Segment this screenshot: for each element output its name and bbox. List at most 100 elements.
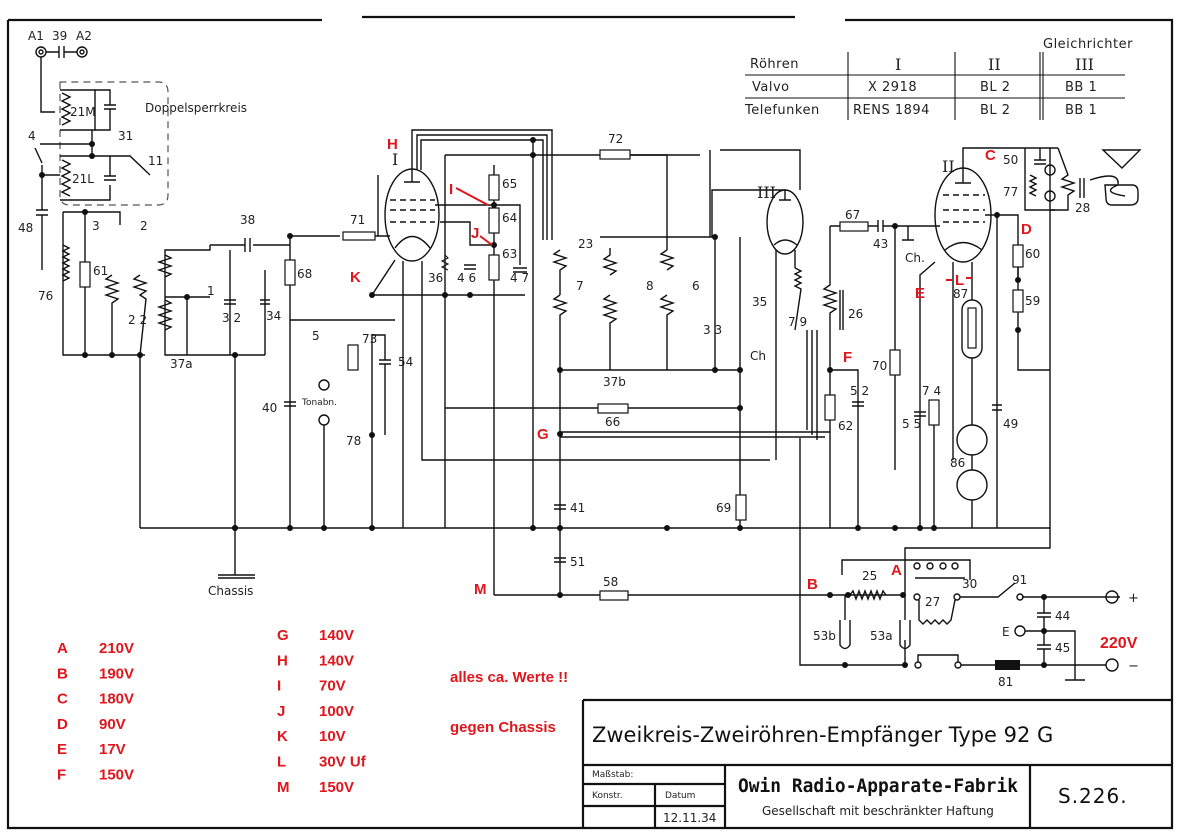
marker-j: J: [471, 225, 479, 242]
label-switch-8: 8: [646, 279, 654, 293]
legend-point-g: G: [277, 627, 289, 644]
ground-bus-dots: [232, 525, 937, 531]
mains-minus-jack: [1105, 658, 1119, 672]
pickup-jack-2: [318, 414, 330, 426]
tube-2-label: II: [942, 157, 955, 176]
label-37b: 37b: [603, 375, 626, 389]
legend-point-h: H: [277, 652, 288, 669]
marker-f: F: [843, 349, 852, 366]
trap-box: [59, 81, 169, 206]
label-48: 48: [18, 221, 33, 235]
label-68: 68: [297, 267, 312, 281]
label-31: 31: [118, 129, 133, 143]
tube-1-label: I: [392, 150, 398, 169]
marker-e: E: [915, 285, 925, 302]
label-36: 36: [428, 271, 443, 285]
tube-2: 67 43 Ch. II 49 60 59 50 77 28: [821, 147, 1142, 528]
label-55: 5 5: [902, 417, 921, 431]
antenna-jack-a1: [35, 46, 47, 58]
label-66: 66: [605, 415, 620, 429]
label-46: 4 6: [457, 271, 476, 285]
rectifier-label: Gleichrichter: [1043, 37, 1133, 52]
label-81: 81: [998, 675, 1013, 689]
label-c39: 39: [52, 29, 67, 43]
company-name: Owin Radio-Apparate-Fabrik: [738, 775, 1019, 797]
label-33: 3 3: [703, 323, 722, 337]
label-71: 71: [350, 213, 365, 227]
label-51: 51: [570, 555, 585, 569]
label-11: 11: [148, 154, 163, 168]
label-30: 30: [962, 577, 977, 591]
label-21l: 21L: [72, 172, 94, 186]
chassis-label: Chassis: [208, 584, 253, 598]
coil-section-23: 72 23 7 8 6 37b 3 3 35 Ch 66 41 51 58 69: [445, 132, 830, 601]
legend-point-l: L: [277, 754, 286, 771]
label-49: 49: [1003, 417, 1018, 431]
legend-voltage-h: 140V: [319, 652, 354, 669]
label-52: 5 2: [850, 384, 869, 398]
label-40: 40: [262, 401, 277, 415]
pilot-lamp-1: [956, 424, 988, 456]
label-switch-6: 6: [692, 279, 700, 293]
legend-voltage-e: 17V: [99, 741, 126, 758]
legend-point-c: C: [57, 691, 68, 708]
label-77: 77: [1003, 185, 1018, 199]
label-58: 58: [603, 575, 618, 589]
title-block: Zweikreis-Zweiröhren-Empfänger Type 92 G…: [581, 698, 1172, 828]
label-ch: Ch: [750, 349, 766, 363]
label-41: 41: [570, 501, 585, 515]
legend-point-m: M: [277, 779, 290, 796]
label-32: 3 2: [222, 311, 241, 325]
tube-3-label: III: [757, 183, 776, 202]
label-70: 70: [872, 359, 887, 373]
label-switch-5: 5: [312, 329, 320, 343]
pilot-lamp-2: [956, 469, 988, 501]
label-switch-1: 1: [207, 284, 215, 298]
voltage-markers: H I J K G M B A C D E F L 220V: [350, 136, 1138, 652]
label-65: 65: [502, 177, 517, 191]
minus-label: −: [1128, 659, 1139, 674]
label-23: 23: [578, 237, 593, 251]
legend-voltage-l: 30V Uf: [319, 754, 367, 771]
table-header-tubes: Röhren: [750, 57, 799, 72]
label-28: 28: [1075, 201, 1090, 215]
label-73: 73: [362, 332, 377, 346]
marker-m: M: [474, 581, 487, 598]
marker-b: B: [807, 576, 818, 593]
label-62: 62: [838, 419, 853, 433]
label-47: 4 7: [510, 271, 529, 285]
table-row-telefunken-tube1: RENS 1894: [853, 103, 930, 118]
label-44: 44: [1055, 609, 1070, 623]
scale-label: Maßstab:: [592, 770, 633, 780]
table-header-tube-1: I: [895, 55, 901, 74]
mains-plus-jack: [1105, 590, 1119, 604]
plus-label: +: [1128, 591, 1139, 606]
label-38: 38: [240, 213, 255, 227]
date-label: Datum: [665, 791, 695, 801]
legend-point-b: B: [57, 665, 68, 682]
label-61: 61: [93, 264, 108, 278]
legend-point-d: D: [57, 716, 68, 733]
legend-voltage-d: 90V: [99, 716, 126, 733]
input-coils: 76 61 3 2 2 2: [38, 209, 149, 528]
marker-h: H: [387, 136, 398, 153]
label-22: 2 2: [128, 313, 147, 327]
tube-table: Röhren I II III Gleichrichter Valvo X 29…: [744, 37, 1133, 120]
label-54: 54: [398, 355, 413, 369]
label-25: 25: [862, 569, 877, 583]
legend-voltage-k: 10V: [319, 728, 346, 745]
label-43: 43: [873, 237, 888, 251]
note-against-chassis: gegen Chassis: [450, 719, 556, 736]
legend-point-i: I: [277, 678, 281, 695]
label-72: 72: [608, 132, 623, 146]
legend-point-f: F: [57, 767, 66, 784]
table-row-telefunken-tube2: BL 2: [980, 103, 1011, 118]
label-switch-7: 7: [576, 279, 584, 293]
label-53a: 53a: [870, 629, 893, 643]
label-63: 63: [502, 247, 517, 261]
sheet-number: S.226.: [1058, 784, 1128, 808]
date-value: 12.11.34: [663, 811, 716, 825]
label-69: 69: [716, 501, 731, 515]
